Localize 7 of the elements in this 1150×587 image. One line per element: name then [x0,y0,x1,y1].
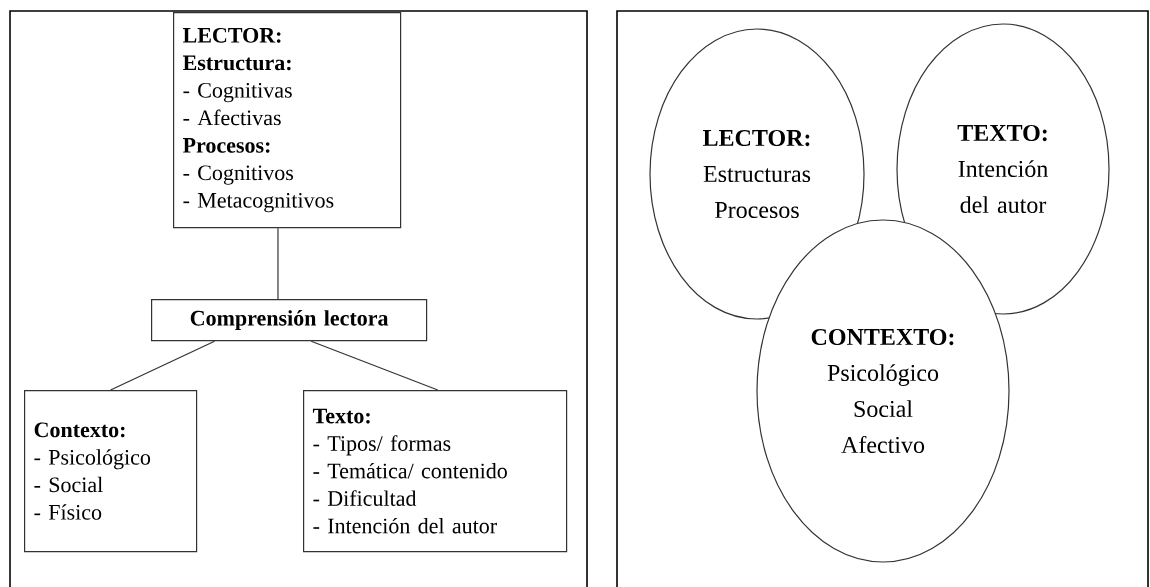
connector-line [277,227,279,300]
concept-box: LECTOR: Estructura: - Cognitivas - Afectivas Procesos: - Cognitivos - Metacognitivos [173,12,402,229]
concept-box: Comprensión lectora [151,299,428,342]
connector-line [310,340,439,391]
concept-box: Contexto: - Psicológico - Social - Físico [24,390,198,553]
concept-box: Texto: - Tipos/ formas - Temática/ contenido - Dificultad - Intención del autor [303,390,568,553]
connector-line [110,340,216,391]
